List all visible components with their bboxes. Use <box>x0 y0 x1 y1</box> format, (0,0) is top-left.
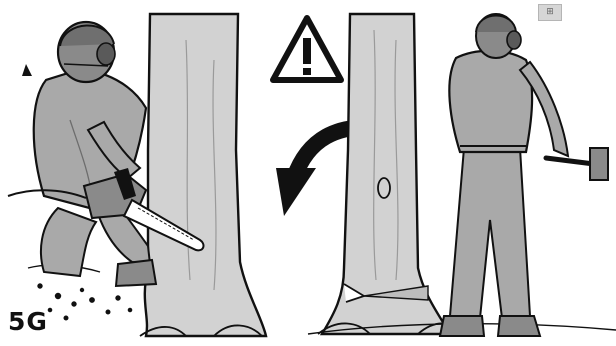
warning-triangle-icon <box>273 18 341 80</box>
figure-label: 5G <box>8 309 48 334</box>
illustration-chainsaw-cut <box>0 0 268 346</box>
page-tab-icon: ⊞ <box>538 4 562 21</box>
tree-trunk <box>140 14 266 336</box>
pointer-mark <box>22 64 32 76</box>
illustration-felling-wedge <box>268 0 616 346</box>
tree-trunk <box>318 14 464 334</box>
worker-standing <box>440 14 608 336</box>
worker-kneeling <box>34 22 156 286</box>
